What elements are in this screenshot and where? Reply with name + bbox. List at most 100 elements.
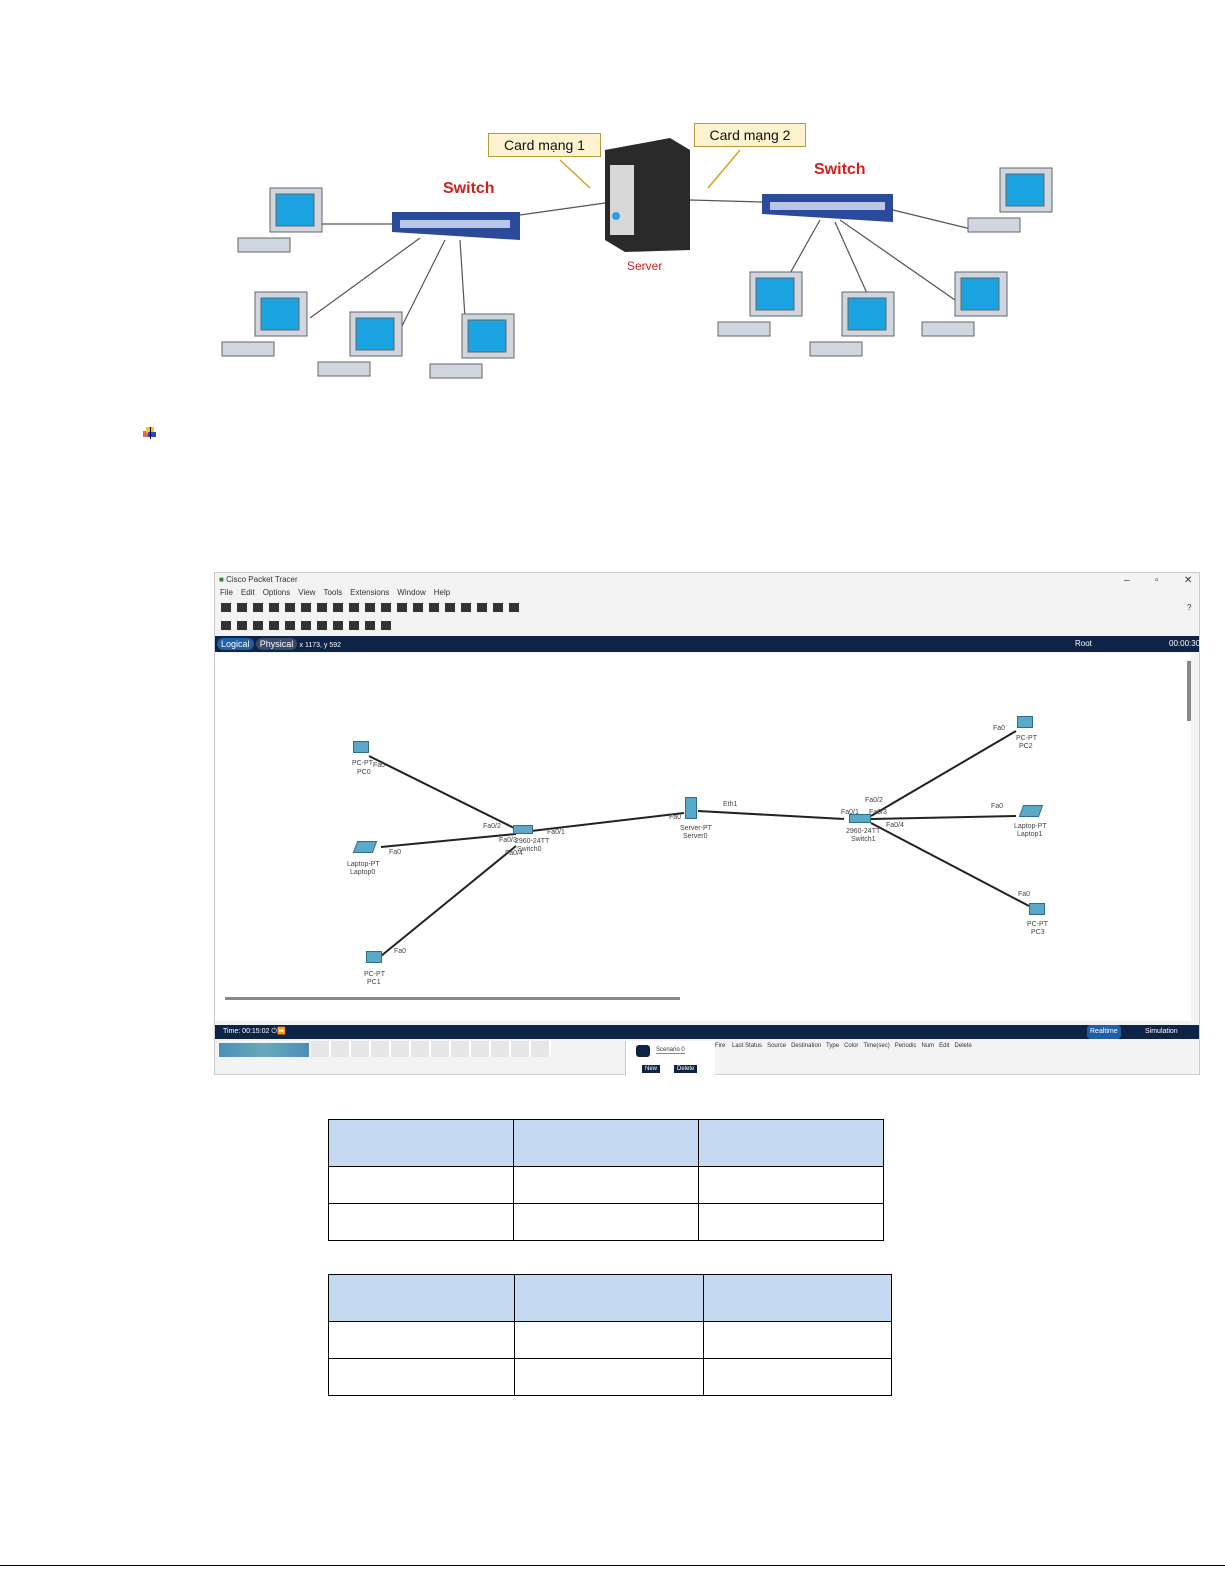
power-cycle-button[interactable]: ⏻	[271, 1028, 277, 1035]
device-icon[interactable]	[477, 603, 487, 613]
col-num: Num	[921, 1043, 935, 1049]
inspect-icon[interactable]	[237, 621, 247, 631]
scenario-panel: Scenario 0 New Delete	[625, 1041, 715, 1076]
rectangle-icon[interactable]	[317, 621, 327, 631]
resize-icon[interactable]	[269, 621, 279, 631]
horizontal-scrollbar	[225, 997, 680, 1000]
help-icon[interactable]: ?	[1187, 603, 1192, 612]
user-icon[interactable]	[317, 603, 327, 613]
menu-file[interactable]: File	[220, 588, 233, 597]
pc2-type: PC-PT	[1016, 735, 1037, 742]
network-diagram	[221, 138, 1053, 379]
menu-edit[interactable]: Edit	[240, 588, 255, 597]
custom-device-icon[interactable]	[461, 603, 471, 613]
title-bar: ■ Cisco Packet Tracer – ▫ ✕	[219, 575, 1199, 586]
print-icon[interactable]	[269, 603, 279, 613]
cables	[309, 199, 976, 331]
undo-icon[interactable]	[365, 603, 375, 613]
menu-extensions[interactable]: Extensions	[350, 588, 390, 597]
save-icon[interactable]	[253, 603, 263, 613]
close-button[interactable]: ✕	[1184, 575, 1193, 586]
pc2-icon[interactable]	[1017, 716, 1033, 728]
complex-pdu-icon[interactable]	[381, 621, 391, 631]
laptop1-type: Laptop-PT	[1014, 823, 1047, 830]
table-header-row	[328, 1119, 884, 1167]
select-icon[interactable]	[221, 621, 231, 631]
menu-window[interactable]: Window	[397, 588, 426, 597]
switch1-type: 2960-24TT	[846, 828, 881, 835]
logical-canvas[interactable]: PC-PT Fa0 PC0 Fa0 Laptop-PT Laptop0 Fa0 …	[215, 653, 1191, 1021]
event-list-header: Fire Last Status Source Destination Type…	[715, 1043, 972, 1049]
menu-help[interactable]: Help	[433, 588, 451, 597]
callout-card-1: Card mạng 1	[488, 133, 601, 157]
freeform-icon[interactable]	[349, 621, 359, 631]
pc2-port: Fa0	[993, 725, 1006, 732]
switch0-port-fa0-3: Fa0/3	[499, 837, 517, 844]
zoom-reset-icon[interactable]	[413, 603, 423, 613]
pc3-icon[interactable]	[1029, 903, 1045, 915]
bullet-icon	[143, 427, 157, 439]
open-icon[interactable]	[237, 603, 247, 613]
delete-icon[interactable]	[253, 621, 263, 631]
vertical-scrollbar[interactable]	[1187, 661, 1191, 721]
tab-physical[interactable]: Physical	[255, 638, 298, 650]
laptop1-port: Fa0	[991, 803, 1004, 810]
new-icon[interactable]	[221, 603, 231, 613]
fast-forward-button[interactable]: ⏩	[276, 1028, 286, 1035]
network-info-icon[interactable]	[301, 603, 311, 613]
pc0-icon[interactable]	[353, 741, 369, 753]
realtime-tab[interactable]: Realtime	[1087, 1025, 1121, 1039]
connection-type-icons[interactable]	[311, 1041, 552, 1057]
pc3-type: PC-PT	[1027, 921, 1048, 928]
switch1-port-fa0-3: Fa0/3	[869, 809, 887, 816]
switch1-icon[interactable]	[849, 814, 871, 823]
clock-readout: 00:00:30	[1169, 639, 1201, 648]
window-title: Cisco Packet Tracer	[226, 575, 298, 584]
zoom-out-icon[interactable]	[429, 603, 439, 613]
server0-port-fa0: Fa0	[669, 814, 682, 821]
menu-options[interactable]: Options	[262, 588, 291, 597]
col-time: Time(sec)	[863, 1043, 890, 1049]
switch0-name: Switch0	[517, 846, 542, 853]
device-category-icons[interactable]	[219, 1043, 309, 1057]
palette-icon[interactable]	[445, 603, 455, 613]
redo-icon[interactable]	[381, 603, 391, 613]
wizard-icon[interactable]	[285, 603, 295, 613]
viewport-icon[interactable]	[493, 603, 503, 613]
scenario-select[interactable]: Scenario 0	[656, 1047, 685, 1054]
server0-type: Server-PT	[680, 825, 712, 832]
note-icon[interactable]	[285, 621, 295, 631]
col-color: Color	[844, 1043, 859, 1049]
cable-links	[225, 730, 1030, 1000]
pc0-port: Fa0	[373, 762, 386, 769]
image-icon[interactable]	[509, 603, 519, 613]
ellipse-icon[interactable]	[333, 621, 343, 631]
laptop0-name: Laptop0	[350, 869, 376, 876]
col-source: Source	[767, 1043, 787, 1049]
tab-logical[interactable]: Logical	[217, 638, 254, 650]
delete-scenario-button[interactable]: Delete	[674, 1065, 698, 1073]
maximize-button[interactable]: ▫	[1155, 575, 1159, 586]
edit-toolbar	[221, 621, 1199, 631]
pc1-name: PC1	[367, 979, 381, 986]
menu-view[interactable]: View	[298, 588, 316, 597]
draw-line-icon[interactable]	[301, 621, 311, 631]
simulation-tab[interactable]: Simulation	[1145, 1028, 1178, 1035]
zoom-in-icon[interactable]	[397, 603, 407, 613]
menu-tools[interactable]: Tools	[323, 588, 343, 597]
pc1-icon[interactable]	[366, 951, 382, 963]
minimize-button[interactable]: –	[1124, 575, 1130, 586]
col-delete: Delete	[954, 1043, 972, 1049]
paste-icon[interactable]	[349, 603, 359, 613]
server0-icon[interactable]	[685, 797, 697, 819]
table-row	[328, 1166, 884, 1204]
root-label[interactable]: Root	[1075, 639, 1092, 648]
pc2-name: PC2	[1019, 743, 1033, 750]
simple-pdu-icon[interactable]	[365, 621, 375, 631]
new-scenario-button[interactable]: New	[642, 1065, 661, 1073]
copy-icon[interactable]	[333, 603, 343, 613]
switch-left-label: Switch	[443, 180, 495, 197]
table-row	[328, 1321, 892, 1359]
pc1-port: Fa0	[394, 948, 407, 955]
switch0-icon[interactable]	[513, 825, 533, 834]
